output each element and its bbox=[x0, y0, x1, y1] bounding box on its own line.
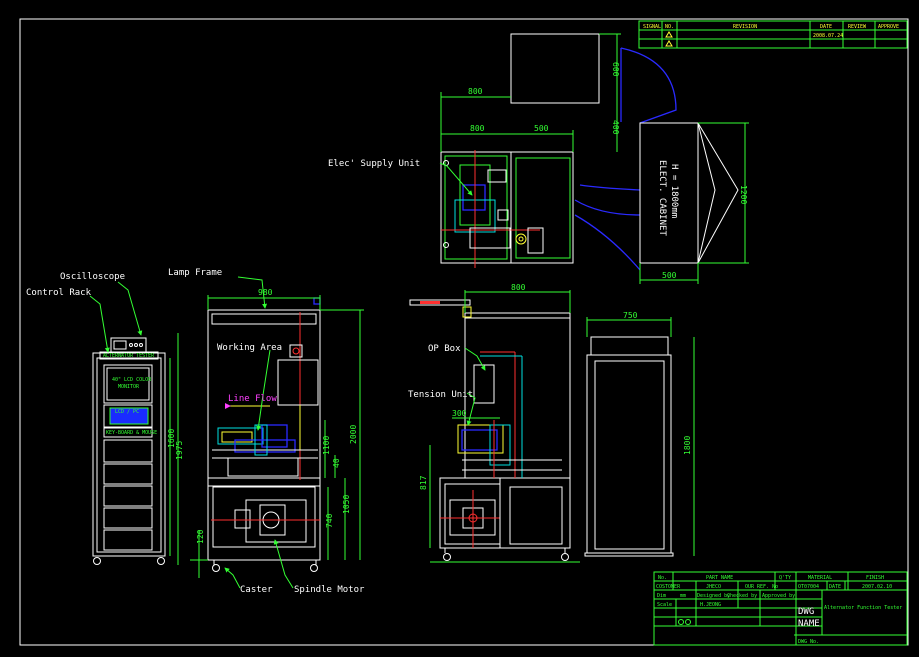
elect-cabinet-label: ELECT. CABINET bbox=[657, 160, 667, 236]
rev-header-review: REVIEW bbox=[848, 24, 867, 30]
dim-front-1100: 1100 bbox=[322, 436, 331, 455]
tb-material: MATERIAL bbox=[808, 575, 832, 581]
title-block: No. PART NAME Q'TY MATERIAL FINISH COSTO… bbox=[653, 571, 908, 646]
tb-checked-by: Checked by bbox=[727, 593, 757, 599]
dim-rack-1975: 1975 bbox=[175, 441, 184, 460]
label-spindle-motor: Spindle Motor bbox=[294, 585, 365, 595]
tb-approved-by: Approved by bbox=[762, 593, 795, 599]
label-working-area: Working Area bbox=[217, 343, 282, 353]
tb-date: 2007.02.10 bbox=[862, 584, 892, 590]
tb-dwg-name-1: DWG bbox=[798, 607, 814, 617]
dim-side-300: 300 bbox=[452, 409, 467, 418]
dim-top-600: 600 bbox=[611, 62, 620, 77]
right-view: 750 1800 bbox=[584, 311, 695, 557]
rev-header-revision: REVISION bbox=[733, 24, 757, 30]
plan-dimensions: 800 800 500 600 400 1200 500 bbox=[440, 33, 749, 284]
rack-keyboard-text: KEY-BOARD & MOUSE bbox=[106, 430, 157, 436]
side-view bbox=[409, 299, 580, 563]
dim-cab-1200: 1200 bbox=[739, 185, 748, 204]
label-lamp-frame: Lamp Frame bbox=[168, 268, 222, 278]
tb-part-name: PART NAME bbox=[706, 575, 733, 581]
label-line-flow: Line Flow bbox=[228, 394, 277, 404]
rev-header-date: DATE bbox=[820, 24, 832, 30]
plan-view: ELECT. CABINET H = 1800mm bbox=[440, 33, 739, 271]
tb-finish: FINISH bbox=[866, 575, 884, 581]
rev-header-no: NO. bbox=[665, 24, 674, 30]
dim-front-740: 740 bbox=[325, 513, 334, 528]
tb-customer-label: COSTOMER bbox=[656, 584, 681, 590]
front-view bbox=[207, 297, 321, 572]
dim-front-2000: 2000 bbox=[349, 425, 358, 444]
rack-panel-text: LCD / PC bbox=[115, 409, 139, 415]
control-rack-view: ALTERNATOR TESTER 40" LCD COLOR MONITOR … bbox=[92, 333, 184, 565]
tb-date-label: DATE bbox=[829, 584, 841, 590]
tb-mm: mm bbox=[680, 593, 686, 599]
dim-side-817: 817 bbox=[419, 475, 428, 490]
tb-dim: Dim bbox=[657, 593, 666, 599]
rev-header-approve: APPROVE bbox=[878, 24, 899, 30]
callout-leaders bbox=[89, 162, 486, 589]
tb-scale: Scale bbox=[657, 602, 672, 608]
revision-block: SIGNAL NO. REVISION DATE REVIEW APPROVE … bbox=[638, 20, 908, 49]
tb-designed-by: Designed by bbox=[697, 593, 730, 599]
tb-qty: Q'TY bbox=[779, 575, 791, 581]
tb-our-ref-label: OUR REF. No bbox=[745, 584, 778, 590]
rack-screen-line1: 40" LCD COLOR bbox=[112, 377, 152, 383]
tb-dwg-name-2: NAME bbox=[798, 619, 820, 629]
tb-our-ref: OT07004 bbox=[798, 584, 819, 590]
elect-cabinet-height: H = 1800mm bbox=[669, 164, 679, 218]
label-caster: Caster bbox=[240, 585, 273, 595]
label-elec-supply-unit: Elec' Supply Unit bbox=[328, 159, 420, 169]
label-oscilloscope: Oscilloscope bbox=[60, 272, 125, 282]
dim-top-500: 500 bbox=[534, 124, 549, 133]
dim-right-750: 750 bbox=[623, 311, 638, 320]
dim-top-800: 800 bbox=[468, 87, 483, 96]
rack-screen-line2: MONITOR bbox=[118, 384, 140, 390]
rev-triangle-2-icon bbox=[665, 40, 673, 47]
tb-no: No. bbox=[658, 575, 667, 581]
tb-designer: H.JEONG bbox=[700, 602, 721, 608]
dim-front-1050: 1050 bbox=[342, 495, 351, 514]
rev-header-signal: SIGNAL bbox=[643, 24, 661, 30]
label-op-box: OP Box bbox=[428, 344, 461, 354]
label-control-rack: Control Rack bbox=[26, 288, 92, 298]
dim-rack-1600: 1600 bbox=[167, 429, 176, 448]
dim-front-980: 980 bbox=[258, 288, 273, 297]
tb-title: Alternator Function Tester bbox=[824, 605, 902, 611]
dim-front-40: 40 bbox=[332, 458, 341, 468]
dim-top-400: 400 bbox=[611, 120, 620, 135]
rev-row1-date: 2008.07.24 bbox=[813, 33, 843, 39]
side-dimensions: 800 300 817 bbox=[419, 283, 571, 548]
dim-right-1800: 1800 bbox=[683, 436, 692, 455]
rev-triangle-1-icon bbox=[665, 31, 673, 38]
dim-top-800b: 800 bbox=[470, 124, 485, 133]
label-tension-unit: Tension Unit bbox=[408, 390, 473, 400]
dim-cab-500: 500 bbox=[662, 271, 677, 280]
drawing-border bbox=[19, 18, 909, 646]
front-dimensions: 980 2000 1100 40 1050 740 120 bbox=[190, 288, 364, 578]
dim-front-120: 120 bbox=[196, 529, 205, 544]
dim-side-800: 800 bbox=[511, 283, 526, 292]
tb-dwg-no: DWG No. bbox=[798, 639, 819, 645]
tb-customer: JHECO bbox=[706, 584, 721, 590]
rack-header-text: ALTERNATOR TESTER bbox=[103, 353, 155, 359]
